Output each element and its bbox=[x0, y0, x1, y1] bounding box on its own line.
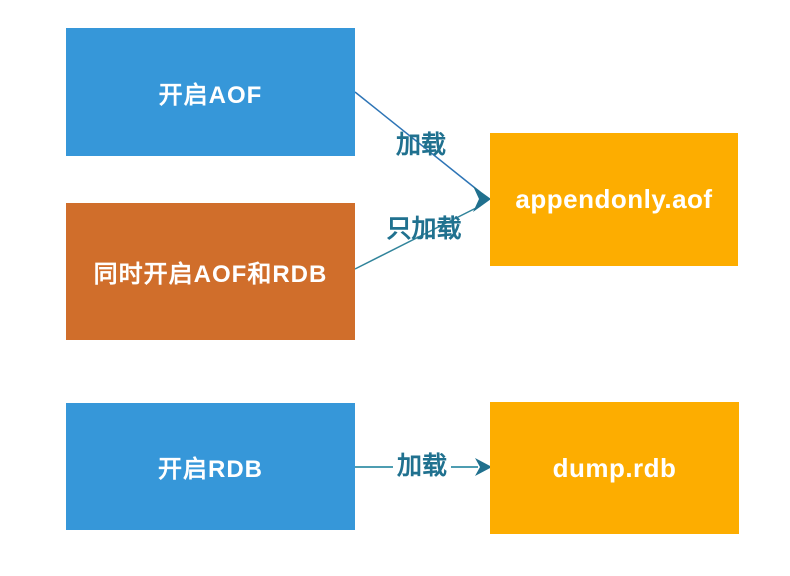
arrowhead-appendonly-icon bbox=[473, 186, 491, 212]
node-rdb-enabled: 开启RDB bbox=[66, 403, 355, 530]
node-aof-enabled: 开启AOF bbox=[66, 28, 355, 156]
edge-label-load-aof: 加载 bbox=[395, 131, 447, 159]
node-appendonly-file-label: appendonly.aof bbox=[515, 184, 713, 214]
node-dump-file-label: dump.rdb bbox=[552, 452, 677, 483]
node-aof-enabled-label: 开启AOF bbox=[158, 81, 263, 109]
node-rdb-enabled-label: 开启RDB bbox=[158, 456, 263, 483]
edge-label-load-rdb: 加载 bbox=[392, 453, 452, 480]
node-dump-file: dump.rdb bbox=[490, 402, 739, 534]
node-both-enabled: 同时开启AOF和RDB bbox=[66, 203, 355, 340]
node-both-enabled-label: 同时开启AOF和RDB bbox=[93, 261, 328, 288]
edge-label-load-only: 只加载 bbox=[386, 215, 462, 243]
node-appendonly-file: appendonly.aof bbox=[490, 133, 738, 266]
